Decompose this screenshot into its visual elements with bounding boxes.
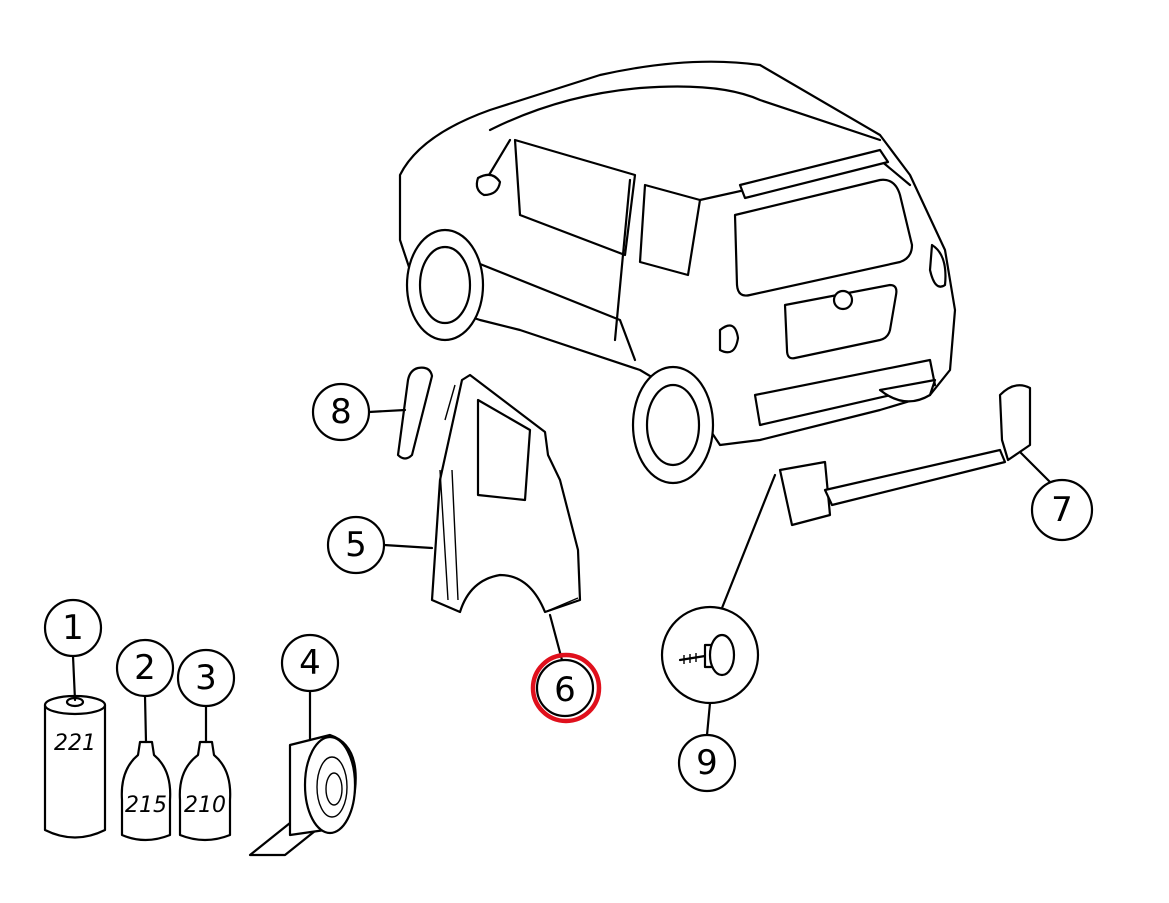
callout-7: 7 <box>1030 478 1094 542</box>
part-1-can: 221 <box>43 694 107 839</box>
svg-text:2: 2 <box>134 648 156 688</box>
svg-text:8: 8 <box>330 392 352 432</box>
can-label: 221 <box>54 731 96 756</box>
svg-text:4: 4 <box>299 643 321 683</box>
part-5-6-rear-quarter-panel <box>430 373 582 614</box>
svg-text:9: 9 <box>696 743 718 783</box>
bottle-3-label: 210 <box>184 793 226 818</box>
callout-8: 8 <box>311 382 371 442</box>
callout-1: 1 <box>43 598 103 658</box>
part-2-bottle: 215 <box>120 740 172 842</box>
part-4-tape-roll <box>248 733 357 857</box>
callout-9: 9 <box>677 733 737 793</box>
callout-5: 5 <box>326 515 386 575</box>
callout-2: 2 <box>115 638 175 698</box>
svg-text:1: 1 <box>62 608 84 648</box>
highlight-ring <box>530 652 602 724</box>
part-8-trim-strip <box>396 366 434 460</box>
svg-text:5: 5 <box>345 525 367 565</box>
svg-text:6: 6 <box>554 670 576 710</box>
callout-3: 3 <box>176 648 236 708</box>
leader-lines <box>71 408 1052 744</box>
svg-text:3: 3 <box>195 658 217 698</box>
part-7-rear-bumper <box>778 384 1032 527</box>
callout-6[interactable]: 6 <box>535 658 595 718</box>
part-9-fastener-detail <box>660 605 760 705</box>
svg-text:7: 7 <box>1051 490 1073 530</box>
bottle-2-label: 215 <box>125 793 167 818</box>
callout-4: 4 <box>280 633 340 693</box>
car-illustration <box>398 60 957 485</box>
part-3-bottle: 210 <box>178 740 232 842</box>
